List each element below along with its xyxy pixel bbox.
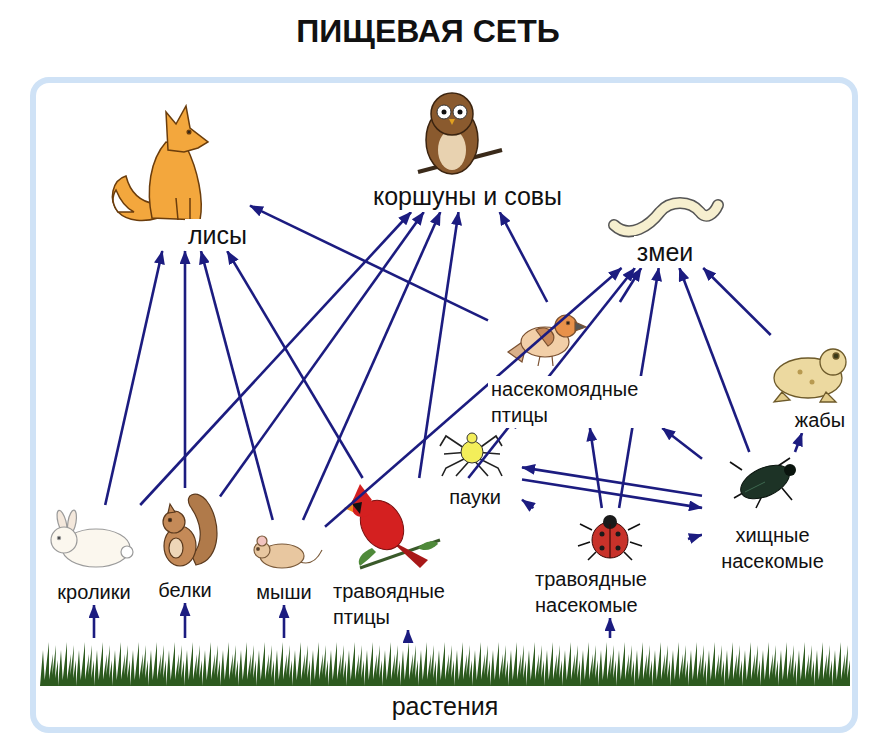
organism-node: пауки <box>428 422 522 510</box>
food-arrow <box>105 251 162 505</box>
organism-node: мыши <box>243 520 325 605</box>
food-arrow <box>795 433 802 452</box>
organism-node: змеи <box>605 192 725 268</box>
food-arrow <box>93 605 96 638</box>
food-arrow <box>662 428 702 459</box>
food-arrow <box>201 251 273 520</box>
food-arrow <box>679 268 749 452</box>
organism-label: змеи <box>634 236 697 269</box>
organism-node: коршуны и совы <box>345 90 590 212</box>
food-arrow <box>522 480 702 508</box>
grass-picture <box>40 640 850 686</box>
organism-label: коршуны и совы <box>370 180 565 213</box>
food-arrow <box>688 535 702 539</box>
predatory-insect-picture <box>730 458 796 508</box>
organism-label: жабы <box>792 407 848 433</box>
organism-node: жабы <box>768 335 872 433</box>
organism-node: хищные насекомые <box>702 452 843 574</box>
organism-label: травоядные птицы <box>330 578 486 630</box>
food-arrow <box>590 428 602 508</box>
food-arrow <box>184 251 187 488</box>
food-arrow <box>620 268 641 302</box>
organism-label: травоядные насекомые <box>532 566 688 618</box>
organism-label: кролики <box>54 579 133 605</box>
food-arrow <box>227 251 362 478</box>
food-arrow <box>419 212 458 478</box>
spider-picture <box>440 433 502 476</box>
food-arrow <box>703 268 771 335</box>
organism-label: мыши <box>253 579 314 605</box>
organism-node: травоядные насекомые <box>532 508 688 618</box>
organism-node: насекомоядные птицы <box>488 302 673 428</box>
mouse-picture <box>254 536 322 568</box>
food-arrow <box>220 212 424 497</box>
food-arrow <box>250 206 488 321</box>
food-arrow <box>500 212 548 302</box>
herbivorous-insect-picture <box>578 515 642 560</box>
food-arrow <box>522 500 534 508</box>
organism-label: хищные насекомые <box>702 522 843 574</box>
food-arrow <box>140 212 411 505</box>
organism-node: травоядные птицы <box>330 478 486 630</box>
food-arrow <box>522 467 702 495</box>
organism-node: белки <box>150 488 220 603</box>
organism-label: лисы <box>185 219 250 252</box>
food-arrow <box>468 268 635 478</box>
diagram-title: ПИЩЕВАЯ СЕТЬ <box>0 12 856 50</box>
fox-picture <box>112 106 208 220</box>
food-arrow <box>184 603 187 638</box>
frame <box>33 80 855 730</box>
squirrel-picture <box>163 494 217 566</box>
owl-picture <box>418 93 502 174</box>
organism-node: растения <box>40 638 850 722</box>
snake-picture <box>614 203 718 231</box>
organism-node: лисы <box>110 93 250 251</box>
toad-picture <box>774 349 846 402</box>
food-arrow <box>609 618 612 638</box>
organism-label: белки <box>155 577 214 603</box>
food-arrow <box>283 605 286 638</box>
food-arrow <box>407 630 410 638</box>
organism-label: насекомоядные птицы <box>488 376 664 428</box>
organism-label: растения <box>389 690 502 723</box>
rabbit-picture <box>51 509 133 567</box>
organism-node: кролики <box>40 505 148 605</box>
organism-label: пауки <box>446 484 504 510</box>
